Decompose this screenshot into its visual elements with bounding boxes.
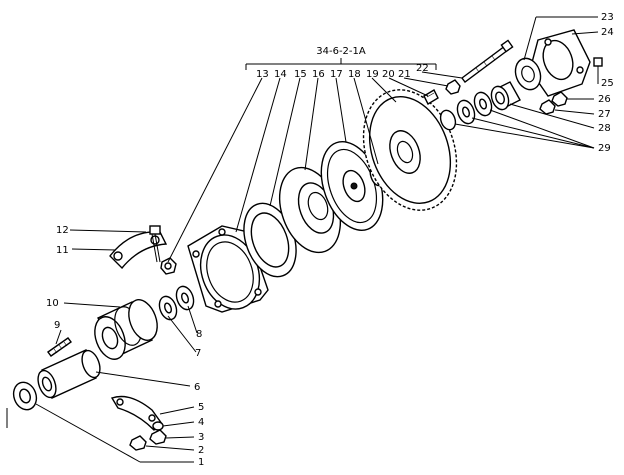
part-25-bolt <box>593 57 603 78</box>
part-28-bearing <box>490 81 521 111</box>
callout-16: 16 <box>312 69 325 80</box>
part-21-nut <box>445 79 461 95</box>
part-7-washer <box>158 295 178 321</box>
callout-26: 26 <box>598 94 611 105</box>
part-17-clutch-disk <box>320 141 384 231</box>
callout-27: 27 <box>598 109 611 120</box>
callout-9: 9 <box>54 320 60 331</box>
part-2-nut <box>129 435 147 451</box>
part-26-nut <box>551 91 568 107</box>
callout-15: 15 <box>294 69 307 80</box>
assembly-code-label: 34-6-2-1A <box>316 46 366 57</box>
callout-7: 7 <box>195 348 201 359</box>
leader-lines <box>35 16 599 463</box>
part-1-washer <box>12 381 38 411</box>
callout-24: 24 <box>601 27 614 38</box>
callout-2: 2 <box>198 445 204 456</box>
callout-11: 11 <box>56 245 69 256</box>
callout-28: 28 <box>598 123 611 134</box>
callout-4: 4 <box>198 417 204 428</box>
part-24-cover-plate <box>529 29 591 97</box>
part-10-grooved-hub <box>94 299 158 360</box>
part-15-friction-ring <box>243 202 297 278</box>
callout-10: 10 <box>46 298 59 309</box>
part-6-sleeve <box>37 349 101 399</box>
part-3-nut <box>149 429 167 445</box>
callout-1: 1 <box>198 457 204 468</box>
callout-20: 20 <box>382 69 395 80</box>
part-11-upper-clamp <box>109 231 168 270</box>
part-20-screw <box>423 89 439 105</box>
callout-17: 17 <box>330 69 343 80</box>
callout-8: 8 <box>196 329 202 340</box>
callout-6: 6 <box>194 382 200 393</box>
callout-22: 22 <box>416 63 429 74</box>
callout-3: 3 <box>198 432 204 443</box>
part-12-bolt <box>149 225 161 263</box>
callout-14: 14 <box>274 69 287 80</box>
callout-23: 23 <box>601 12 614 23</box>
part-23-bearing <box>514 57 542 91</box>
callout-13: 13 <box>256 69 269 80</box>
part-8-washer <box>175 285 195 311</box>
callout-29: 29 <box>598 143 611 154</box>
callout-labels: 34-6-2-1A 1 2 3 4 5 6 7 8 9 10 11 12 13 … <box>46 12 614 468</box>
part-27-nut <box>539 99 556 115</box>
callout-18: 18 <box>348 69 361 80</box>
part-4-washer <box>152 421 164 431</box>
part-9-pin <box>47 337 72 357</box>
part-14-flange-housing <box>187 225 269 313</box>
part-22-long-bolt <box>461 39 514 83</box>
part-19-sprocket <box>362 89 458 211</box>
part-29-washers <box>439 91 493 131</box>
callout-19: 19 <box>366 69 379 80</box>
part-5-lower-clamp <box>110 395 163 431</box>
callout-25: 25 <box>601 78 614 89</box>
callout-21: 21 <box>398 69 411 80</box>
callout-12: 12 <box>56 225 69 236</box>
callout-5: 5 <box>198 402 204 413</box>
